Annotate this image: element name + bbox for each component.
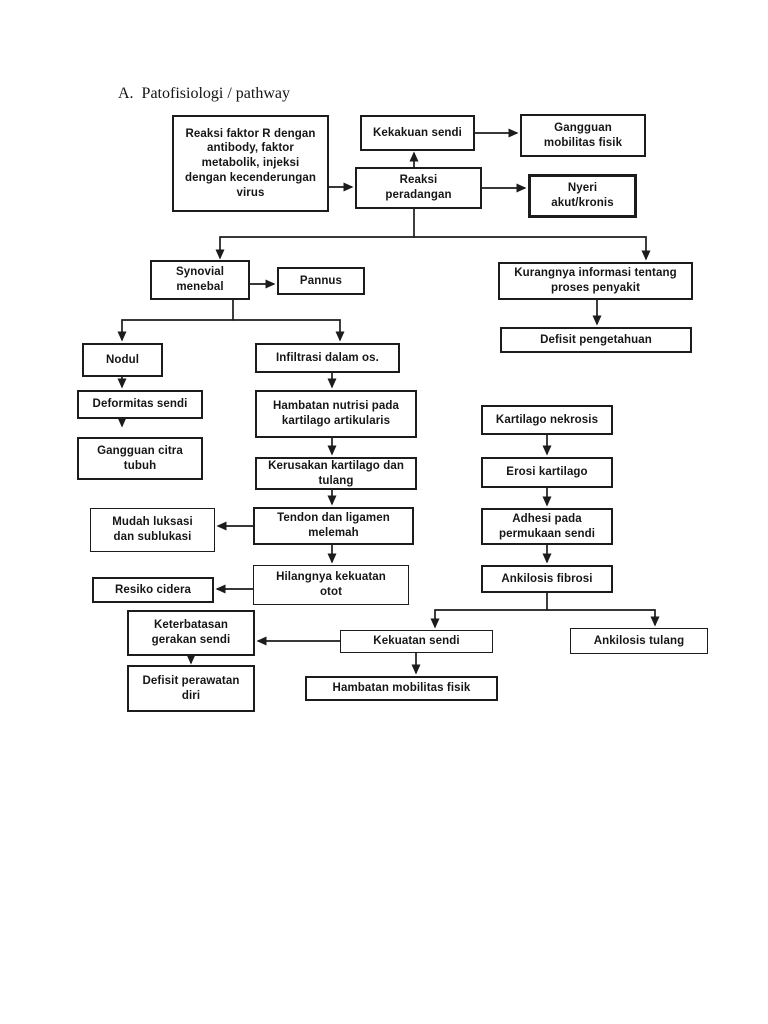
flow-node-kurangnya-informasi: Kurangnya informasi tentang proses penya… <box>498 262 693 300</box>
flow-node-infiltrasi-dalam-os: Infiltrasi dalam os. <box>255 343 400 373</box>
flow-node-kerusakan-kartilago: Kerusakan kartilago dan tulang <box>255 457 417 490</box>
flow-node-ankilosis-tulang: Ankilosis tulang <box>570 628 708 654</box>
flow-node-adhesi-permukaan-sendi: Adhesi pada permukaan sendi <box>481 508 613 545</box>
flow-node-defisit-pengetahuan: Defisit pengetahuan <box>500 327 692 353</box>
flow-node-defisit-perawatan-diri: Defisit perawatan diri <box>127 665 255 712</box>
flow-node-deformitas-sendi: Deformitas sendi <box>77 390 203 419</box>
flow-node-reaksi-peradangan: Reaksi peradangan <box>355 167 482 209</box>
flow-node-hambatan-nutrisi: Hambatan nutrisi pada kartilago artikula… <box>255 390 417 438</box>
connector-peradangan-branch-to-synovial <box>215 209 415 260</box>
flow-node-reaksi-faktor-r: Reaksi faktor R dengan antibody, faktor … <box>172 115 329 212</box>
flow-node-nodul: Nodul <box>82 343 163 377</box>
connector-synovial-branch-to-infiltrasi <box>233 319 345 342</box>
page-title: A. Patofisiologi / pathway <box>118 85 290 102</box>
flow-node-resiko-cidera: Resiko cidera <box>92 577 214 603</box>
connector-fibrosi-branch-to-ankilosis-tulang <box>547 609 660 627</box>
flow-node-nyeri-akut-kronis: Nyeri akut/kronis <box>528 174 637 218</box>
flow-node-mudah-luksasi: Mudah luksasi dan sublukasi <box>90 508 215 552</box>
flow-node-tendon-ligamen: Tendon dan ligamen melemah <box>253 507 414 545</box>
flow-node-keterbatasan-gerakan-sendi: Keterbatasan gerakan sendi <box>127 610 255 656</box>
flow-node-hilangnya-kekuatan-otot: Hilangnya kekuatan otot <box>253 565 409 605</box>
flow-node-erosi-kartilago: Erosi kartilago <box>481 457 613 488</box>
connector-fibrosi-branch-to-kekuatan <box>430 593 548 629</box>
flow-node-gangguan-mobilitas-fisik: Gangguan mobilitas fisik <box>520 114 646 157</box>
flow-node-synovial-menebal: Synovial menebal <box>150 260 250 300</box>
flow-node-kartilago-nekrosis: Kartilago nekrosis <box>481 405 613 435</box>
connector-peradangan-branch-to-kurangnya <box>414 236 651 261</box>
flow-node-gangguan-citra-tubuh: Gangguan citra tubuh <box>77 437 203 480</box>
flow-node-kekuatan-sendi: Kekuatan sendi <box>340 630 493 653</box>
flow-node-pannus: Pannus <box>277 267 365 295</box>
flow-node-hambatan-mobilitas-fisik: Hambatan mobilitas fisik <box>305 676 498 701</box>
connector-synovial-branch-to-nodul <box>117 300 234 342</box>
flow-node-kekakuan-sendi: Kekakuan sendi <box>360 115 475 151</box>
flow-node-ankilosis-fibrosi: Ankilosis fibrosi <box>481 565 613 593</box>
